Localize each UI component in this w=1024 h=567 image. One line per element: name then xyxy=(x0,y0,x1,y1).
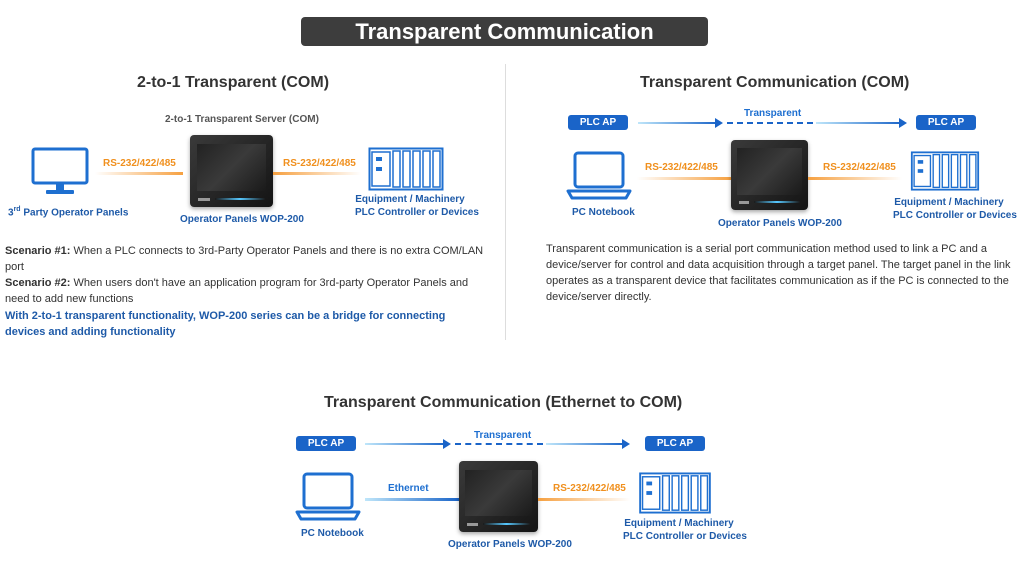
section2-panel-label: Operator Panels WOP-200 xyxy=(718,218,842,229)
notebook-icon xyxy=(295,472,361,521)
section-divider xyxy=(505,64,506,340)
section2-plc-ap-right: PLC AP xyxy=(916,115,976,130)
section2-title: Transparent Communication (COM) xyxy=(640,74,910,91)
section1-title: 2-to-1 Transparent (COM) xyxy=(137,74,330,91)
section2-description: Transparent communication is a serial po… xyxy=(546,243,1011,303)
notebook-icon xyxy=(566,151,632,200)
plc-rack-icon xyxy=(910,151,980,191)
monitor-icon xyxy=(31,147,89,194)
section1-left-link-label: RS-232/422/485 xyxy=(103,158,176,169)
section2-notebook-label: PC Notebook xyxy=(572,207,635,218)
operator-panel-icon xyxy=(190,135,273,207)
section3-panel-label: Operator Panels WOP-200 xyxy=(448,539,572,550)
section2-transparent-line-right xyxy=(816,122,902,124)
plc-rack-icon xyxy=(639,472,711,514)
section2-right-link-line xyxy=(808,177,902,180)
section3-plc-ap-left: PLC AP xyxy=(296,436,356,451)
section1-scenarios: Scenario #1: When a PLC connects to 3rd-… xyxy=(5,245,484,338)
section2-left-link-line xyxy=(637,177,731,180)
section1-server-label: 2-to-1 Transparent Server (COM) xyxy=(165,114,319,125)
section3-ethernet-line xyxy=(365,498,459,501)
section3-right-link-label: RS-232/422/485 xyxy=(553,483,626,494)
section3-ethernet-label: Ethernet xyxy=(388,483,429,494)
section3-transparent-line-left xyxy=(365,443,445,445)
section2-left-link-label: RS-232/422/485 xyxy=(645,162,718,173)
section3-transparent-label: Transparent xyxy=(474,430,532,441)
arrow-right-icon xyxy=(622,439,630,449)
monitor-label: 3rd Party Operator Panels xyxy=(8,206,129,219)
section1-right-link-line xyxy=(273,172,361,175)
banner-title: Transparent Communication xyxy=(301,17,708,46)
section3-transparent-dashed xyxy=(455,443,543,445)
section2-right-link-label: RS-232/422/485 xyxy=(823,162,896,173)
operator-panel-icon xyxy=(731,140,808,210)
section1-left-link-line xyxy=(95,172,183,175)
section3-right-link-line xyxy=(538,498,630,501)
arrow-right-icon xyxy=(715,118,723,128)
arrow-right-icon xyxy=(899,118,907,128)
section2-transparent-dashed xyxy=(727,122,813,124)
section3-notebook-label: PC Notebook xyxy=(301,528,364,539)
section1-right-link-label: RS-232/422/485 xyxy=(283,158,356,169)
section3-plc-ap-right: PLC AP xyxy=(645,436,705,451)
section1-panel-label: Operator Panels WOP-200 xyxy=(180,214,304,225)
section3-transparent-line-right xyxy=(546,443,624,445)
operator-panel-icon xyxy=(459,461,538,532)
section3-title: Transparent Communication (Ethernet to C… xyxy=(324,394,683,411)
arrow-right-icon xyxy=(443,439,451,449)
section2-plc-ap-left: PLC AP xyxy=(568,115,628,130)
section2-transparent-line-left xyxy=(638,122,718,124)
section2-transparent-label: Transparent xyxy=(744,108,802,119)
plc-rack-icon xyxy=(368,147,444,191)
